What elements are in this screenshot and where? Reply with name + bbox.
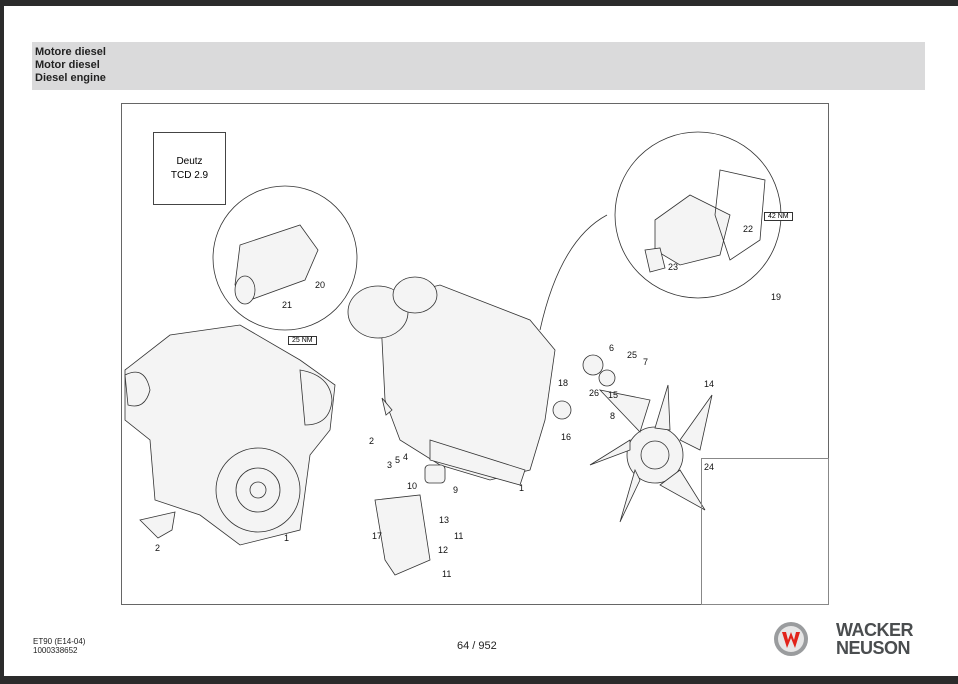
callout: 24 — [704, 462, 715, 472]
callout: 18 — [558, 378, 569, 388]
engine-left-illustration — [124, 324, 336, 546]
callout: 3 — [387, 460, 393, 470]
brand-wordmark: WACKER NEUSON — [836, 620, 914, 658]
callout: 23 — [668, 262, 679, 272]
callout: 11 — [442, 569, 452, 579]
title-italian: Motore diesel — [35, 46, 106, 58]
engine-model-box: Deutz TCD 2.9 — [153, 132, 226, 205]
brand-line1: WACKER — [836, 620, 914, 640]
callout: 5 — [395, 455, 401, 465]
torque-label-starter: 25 NM — [288, 336, 317, 345]
callout: 2 — [155, 543, 161, 553]
callout: 25 — [627, 350, 638, 360]
callout: 19 — [771, 292, 782, 302]
callout: 7 — [643, 357, 649, 367]
callout: 2 — [369, 436, 375, 446]
engine-model: TCD 2.9 — [170, 170, 209, 181]
callout: 1 — [519, 483, 525, 493]
section-header: Motore diesel Motor diesel Diesel engine — [32, 42, 925, 90]
engine-center-illustration — [347, 276, 556, 486]
torque-label-alternator: 42 NM — [764, 212, 793, 221]
title-german: Motor diesel — [35, 59, 100, 71]
footer-model: ET90 (E14-04) — [33, 637, 86, 646]
callout: 16 — [561, 432, 572, 442]
callout: 11 — [454, 531, 464, 541]
callout: 13 — [439, 515, 450, 525]
callout: 22 — [743, 224, 754, 234]
callout: 10 — [407, 481, 418, 491]
gasket-kit-inset — [701, 458, 829, 605]
title-english: Diesel engine — [35, 72, 106, 84]
callout: 1 — [284, 533, 290, 543]
callout: 8 — [610, 411, 616, 421]
footer-doc-number: 1000338652 — [33, 646, 78, 655]
page-number: 64 / 952 — [457, 640, 497, 652]
callout: 26 — [589, 388, 600, 398]
engine-make: Deutz — [176, 156, 203, 167]
callout: 17 — [372, 531, 383, 541]
callout: 4 — [403, 452, 409, 462]
callout: 20 — [315, 280, 326, 290]
diagram-frame — [121, 103, 829, 605]
brand-line2: NEUSON — [836, 638, 911, 658]
callout: 12 — [438, 545, 449, 555]
wacker-neuson-logo-icon — [774, 622, 808, 656]
footer-model-info: ET90 (E14-04) 1000338652 — [33, 637, 85, 655]
callout: 21 — [282, 300, 293, 310]
callout: 9 — [453, 485, 459, 495]
callout: 6 — [609, 343, 615, 353]
callout: 15 — [608, 390, 619, 400]
ecu-illustration — [374, 494, 431, 576]
fan-illustration — [589, 384, 713, 523]
callout: 14 — [704, 379, 715, 389]
